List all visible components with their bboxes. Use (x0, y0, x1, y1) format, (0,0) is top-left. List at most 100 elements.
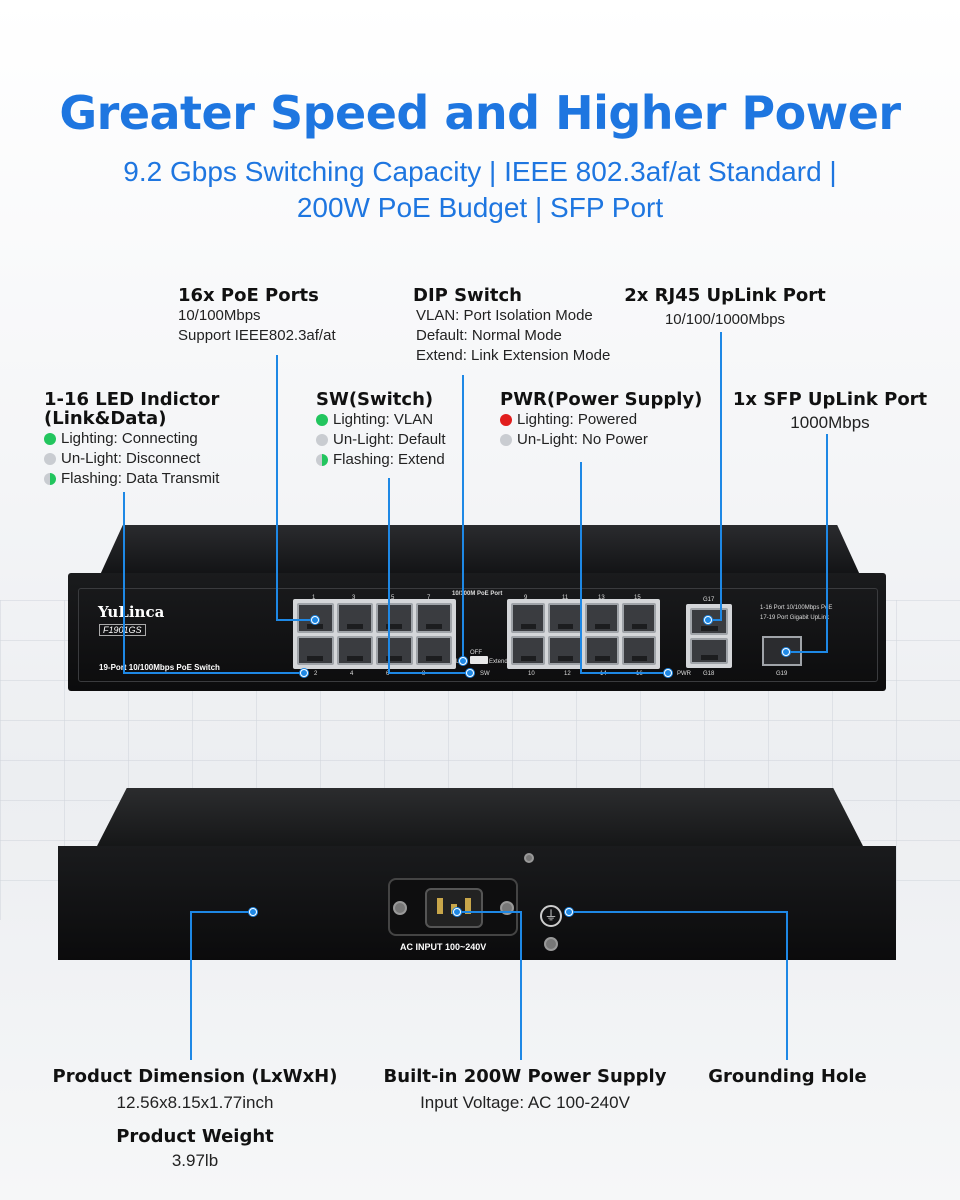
dip-off-label: OFF (470, 650, 482, 656)
sw-vlan: Lighting: VLAN (333, 411, 434, 428)
poe-ports-standard: Support IEEE802.3af/at (178, 327, 336, 344)
led-indicator-callout: 1-16 LED Indictor (Link&Data) Lighting: … (44, 389, 219, 489)
subtitle-line-2: 200W PoE Budget | SFP Port (296, 192, 664, 223)
g18-label: G18 (703, 671, 715, 677)
port-label-10: 10 (528, 671, 535, 677)
port-label-4: 4 (350, 671, 354, 677)
dimension-value: 12.56x8.15x1.77inch (116, 1093, 274, 1112)
ground-icon: ⏚ (540, 905, 562, 927)
led-flashing-dot (44, 473, 56, 485)
rj45-port[interactable] (297, 635, 334, 665)
rj45-port[interactable] (585, 635, 619, 665)
power-supply-title: Built-in 200W Power Supply (383, 1066, 667, 1087)
port-label-3: 3 (352, 595, 356, 601)
pwr-grey-dot (500, 434, 512, 446)
rj45-port[interactable] (585, 603, 619, 633)
pwr-no-power: Un-Light: No Power (517, 431, 648, 448)
led-indicator-subtitle: (Link&Data) (44, 408, 167, 429)
rj45-uplink-port[interactable] (690, 637, 728, 664)
port-label-5: 5 (391, 595, 395, 601)
grounding-title: Grounding Hole (708, 1066, 867, 1087)
dimension-title: Product Dimension (LxWxH) (52, 1066, 338, 1087)
rj45-port[interactable] (336, 603, 373, 633)
brand-logo: YuLinca (98, 603, 165, 621)
port-label-1: 1 (312, 595, 316, 601)
rj45-port[interactable] (415, 635, 452, 665)
rj45-port[interactable] (622, 603, 656, 633)
sw-green-dot (316, 414, 328, 426)
led-disconnect: Un-Light: Disconnect (61, 450, 201, 467)
weight-callout: Product Weight 3.97lb (70, 1126, 320, 1171)
pwr-red-dot (500, 414, 512, 426)
uplink-ports-g17-g18[interactable] (686, 604, 732, 668)
ac-pin-right (465, 898, 471, 914)
port-label-9: 9 (524, 595, 528, 601)
rj45-uplink-speed: 10/100/1000Mbps (664, 311, 786, 328)
rj45-port[interactable] (511, 635, 545, 665)
rj45-port[interactable] (622, 635, 656, 665)
poe-ports-callout: 16x PoE Ports 10/100Mbps Support IEEE802… (178, 285, 336, 346)
poe-ports-9-16[interactable] (507, 599, 660, 669)
led-data-transmit: Flashing: Data Transmit (61, 470, 220, 487)
led-indicator-title: 1-16 LED Indictor (44, 389, 220, 410)
sw-default: Un-Light: Default (333, 431, 446, 448)
legend-poe: 1-16 Port 10/100Mbps PoE (760, 605, 833, 611)
pwr-powered: Lighting: Powered (517, 411, 638, 428)
dip-vlan-mode: VLAN: Port Isolation Mode (416, 307, 593, 324)
sfp-uplink-speed: 1000Mbps (790, 413, 870, 432)
port-label-12: 12 (564, 671, 571, 677)
poe-ports-1-8[interactable] (293, 599, 456, 669)
grounding-screw[interactable] (544, 937, 558, 951)
model-badge: F1901GS (99, 624, 146, 636)
rj45-uplink-port[interactable] (690, 608, 728, 635)
rj45-uplink-title: 2x RJ45 UpLink Port (624, 285, 826, 306)
power-supply-callout: Built-in 200W Power Supply Input Voltage… (375, 1066, 675, 1113)
dip-switch-callout: DIP Switch VLAN: Port Isolation Mode Def… (413, 285, 610, 366)
dimension-callout: Product Dimension (LxWxH) 12.56x8.15x1.7… (40, 1066, 350, 1113)
pwr-led-label: PWR (677, 671, 691, 677)
sw-led-label: SW (480, 671, 490, 677)
page-title: Greater Speed and Higher Power (59, 86, 901, 140)
ac-pin-left (437, 898, 443, 914)
rj45-port[interactable] (336, 635, 373, 665)
sw-callout: SW(Switch) Lighting: VLAN Un-Light: Defa… (316, 389, 446, 470)
switch-front-panel (68, 573, 886, 691)
port-label-7: 7 (427, 595, 431, 601)
rj45-port[interactable] (376, 603, 413, 633)
led-grey-dot (44, 453, 56, 465)
dip-extend-mode: Extend: Link Extension Mode (416, 347, 611, 364)
weight-title: Product Weight (116, 1126, 274, 1147)
subtitle-line-1: 9.2 Gbps Switching Capacity | IEEE 802.3… (123, 156, 837, 187)
port-label-11: 11 (562, 595, 569, 601)
sw-flashing-dot (316, 454, 328, 466)
pwr-title: PWR(Power Supply) (500, 389, 703, 410)
dip-switch-title: DIP Switch (413, 285, 522, 306)
port-label-16: 16 (636, 671, 643, 677)
port-label-15: 15 (634, 595, 641, 601)
rj45-uplink-callout: 2x RJ45 UpLink Port 10/100/1000Mbps (620, 285, 830, 330)
dip-switch[interactable] (470, 656, 488, 664)
port-label-2: 2 (314, 671, 318, 677)
legend-uplink: 17-19 Port Gigabit UpLink (760, 615, 830, 621)
switch-top-surface (100, 525, 860, 575)
poe-group-label: 10/100M PoE Port (452, 591, 503, 597)
sw-grey-dot (316, 434, 328, 446)
port-label-13: 13 (598, 595, 605, 601)
port-label-8: 8 (422, 671, 426, 677)
rj45-port[interactable] (548, 635, 582, 665)
rj45-port[interactable] (415, 603, 452, 633)
g19-label: G19 (776, 671, 788, 677)
sfp-uplink-title: 1x SFP UpLink Port (732, 389, 928, 410)
socket-screw-left (393, 901, 407, 915)
top-screw (524, 853, 534, 863)
sw-title: SW(Switch) (316, 389, 434, 410)
rj45-port[interactable] (297, 603, 334, 633)
sfp-uplink-callout: 1x SFP UpLink Port 1000Mbps (730, 389, 930, 433)
grounding-callout: Grounding Hole (700, 1066, 875, 1087)
pwr-callout: PWR(Power Supply) Lighting: Powered Un-L… (500, 389, 702, 450)
rj45-port[interactable] (548, 603, 582, 633)
poe-ports-speed: 10/100Mbps (178, 307, 261, 324)
rj45-port[interactable] (376, 635, 413, 665)
rj45-port[interactable] (511, 603, 545, 633)
port-label-6: 6 (386, 671, 390, 677)
